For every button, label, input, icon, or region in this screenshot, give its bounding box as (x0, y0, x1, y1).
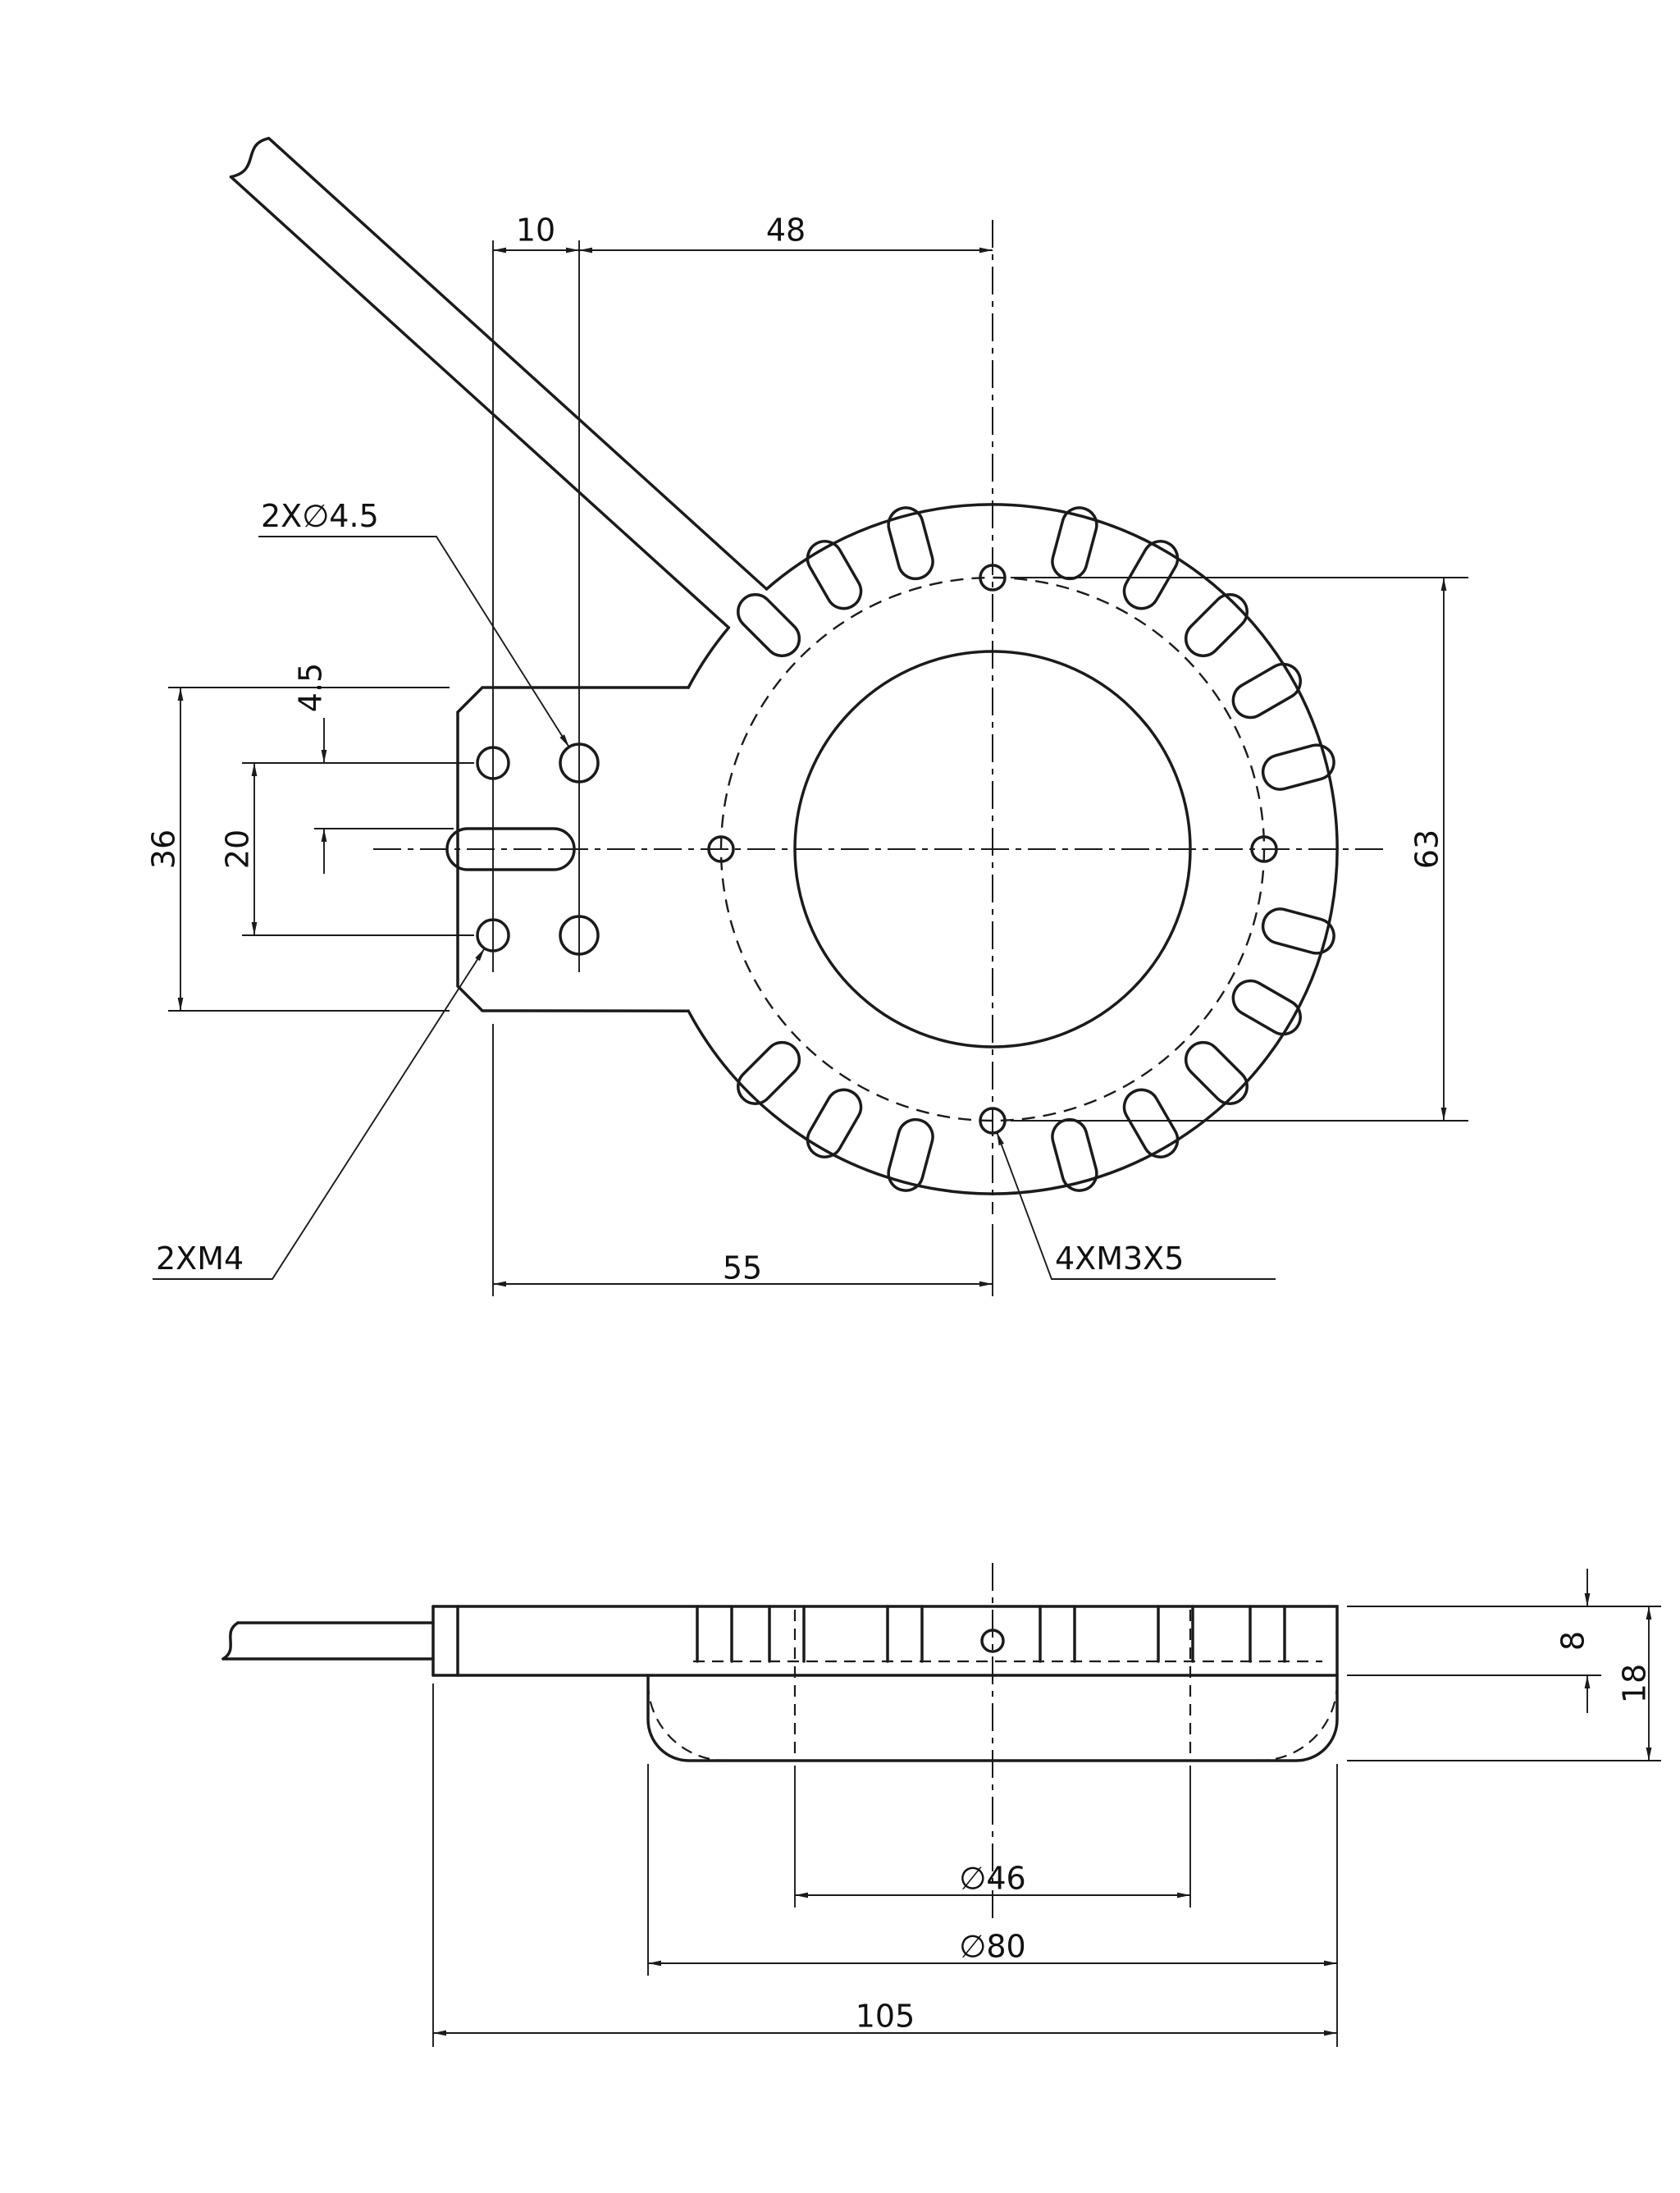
bracket-slot (445, 827, 576, 871)
dim-8: 8 (1555, 1631, 1591, 1651)
dimension-10-48: 10 48 (492, 212, 993, 972)
top-view: 10 48 63 36 20 4.5 (146, 136, 1468, 1296)
leader-m3: 4XM3X5 (996, 1131, 1276, 1280)
dimension-55: 55 (492, 1024, 993, 1296)
boss-corner-hidden-left (646, 1682, 727, 1762)
dimension-20: 20 (220, 762, 474, 936)
label-2xm4: 2XM4 (156, 1240, 244, 1277)
dim-20: 20 (220, 829, 256, 869)
dimension-63: 63 (1011, 577, 1468, 1122)
cable-break-line (229, 136, 271, 179)
boss-profile (646, 1674, 1339, 1762)
label-2x-dia45: 2X∅4.5 (261, 498, 379, 534)
cooling-slots (737, 506, 1335, 1192)
ring-outer-edge-segment (687, 626, 731, 689)
m3-hole-top (979, 564, 1007, 592)
dimension-105: 105 (432, 1684, 1337, 2047)
dimension-8-18: 8 18 (1347, 1569, 1661, 1761)
bolt-circle (719, 576, 1266, 1122)
leader-m4: 2XM4 (153, 948, 486, 1280)
dim-55: 55 (723, 1250, 762, 1286)
label-4xm3x5: 4XM3X5 (1055, 1240, 1184, 1277)
cable-edge-upper (267, 136, 769, 591)
cable-edge-lower (229, 175, 731, 629)
dimension-4-5: 4.5 (293, 663, 454, 874)
m3-hole-left (707, 835, 735, 863)
bracket-outline (456, 686, 690, 1012)
m3-hole-bottom (979, 1107, 1007, 1135)
cable (229, 136, 769, 629)
cable-break-line-side (221, 1621, 240, 1661)
plate-profile (431, 1605, 1339, 1677)
dim-10: 10 (516, 212, 555, 249)
dimension-dia80: ∅80 (647, 1764, 1338, 2047)
slot-edges-side (696, 1605, 1286, 1663)
dim-63: 63 (1409, 829, 1445, 869)
boss-corner-hidden-right (1258, 1682, 1339, 1762)
inner-bore-circle (793, 650, 1192, 1049)
cable-side (221, 1621, 435, 1661)
dim-48: 48 (766, 212, 806, 249)
dim-36: 36 (146, 829, 182, 869)
side-view: 8 18 ∅46 ∅80 105 (221, 1563, 1661, 2047)
m3-hole-right (1250, 835, 1278, 863)
m3-hole-side (980, 1629, 1005, 1653)
dim-4-5: 4.5 (293, 663, 329, 712)
dimension-dia46: ∅46 (794, 1766, 1191, 1907)
dim-105: 105 (856, 1999, 915, 2035)
m3-holes (707, 564, 1278, 1135)
dim-18: 18 (1617, 1664, 1653, 1703)
dimension-36: 36 (146, 687, 450, 1012)
dim-dia46: ∅46 (959, 1861, 1025, 1897)
dim-dia80: ∅80 (959, 1929, 1025, 1965)
ring-outer-edge (687, 503, 1339, 1195)
leader-dia45: 2X∅4.5 (258, 498, 570, 748)
